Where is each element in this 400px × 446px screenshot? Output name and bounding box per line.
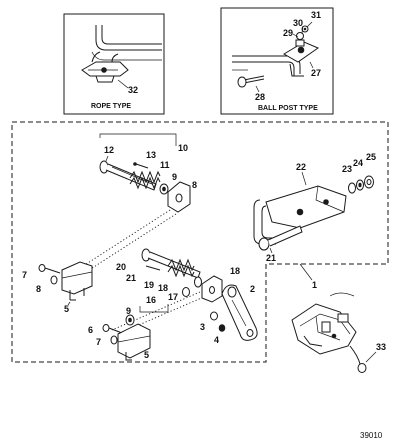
cable-line-upper <box>79 209 171 269</box>
part-label-18-lower: 18 <box>158 283 168 293</box>
group-bracket-10 <box>99 133 177 146</box>
part-label-28: 28 <box>255 92 265 102</box>
ball-post-assembly <box>283 25 320 77</box>
part-label-1: 1 <box>312 280 317 290</box>
bracket-22 <box>265 185 347 229</box>
part-label-13: 11 <box>160 160 170 170</box>
ball-post-type-caption: BALL POST TYPE <box>258 105 318 112</box>
part-label-2: 2 <box>250 284 255 294</box>
part-label-4: 4 <box>214 335 219 345</box>
part-label-32: 32 <box>128 85 138 95</box>
part-label-20: 20 <box>116 262 126 272</box>
part-label-6: 5 <box>144 350 149 360</box>
ball-post-type-inset: 31 30 29 27 28 BALL POST TYPE <box>220 7 334 115</box>
cable-end-5 <box>61 261 93 301</box>
part-label-27: 27 <box>311 68 321 78</box>
bolt-23 <box>258 225 303 251</box>
part-label-15: 13 <box>146 150 156 160</box>
part-label-7-lower: 6 <box>88 325 93 335</box>
pin-15 <box>133 162 149 169</box>
detail-assembly-33 <box>291 292 367 373</box>
part-label-26: 25 <box>366 152 376 162</box>
part-label-25: 24 <box>353 158 363 168</box>
part-label-12: 9 <box>172 172 177 182</box>
pin-21 <box>145 265 161 271</box>
part-label-8-lower: 7 <box>96 337 101 347</box>
screw-7-upper <box>38 264 61 274</box>
part-label-23: 21 <box>266 253 276 263</box>
part-label-14: 12 <box>104 145 114 155</box>
part-label-16: 16 <box>146 295 156 305</box>
part-label-10: 10 <box>178 143 188 153</box>
part-label-11: 8 <box>192 180 197 190</box>
part-label-8-upper: 8 <box>36 284 41 294</box>
screw-7-lower <box>102 324 123 334</box>
part-label-21: 21 <box>126 273 136 283</box>
part-label-17: 17 <box>168 292 178 302</box>
clamp-11 <box>167 181 191 213</box>
ball-post-inset-frame <box>220 7 334 115</box>
washer-8-lower <box>110 335 118 345</box>
part-label-29: 29 <box>283 28 293 38</box>
rope-inset-frame <box>63 13 165 115</box>
washer-4 <box>218 324 226 332</box>
part-label-19: 19 <box>144 280 154 290</box>
screw-28 <box>237 75 265 88</box>
washer-8-upper <box>50 275 58 285</box>
washer-25 <box>356 179 364 191</box>
washer-12 <box>159 183 169 195</box>
clamp-18-upper <box>201 275 223 303</box>
nut-9 <box>125 314 135 326</box>
nut-26 <box>364 175 374 189</box>
washer-18-lower <box>194 276 202 288</box>
part-label-5: 5 <box>64 304 69 314</box>
part-label-22: 22 <box>296 162 306 172</box>
cable-line-lower <box>111 291 201 331</box>
assembly-boundary <box>11 121 389 363</box>
arm-2 <box>221 284 258 341</box>
part-label-7-upper: 7 <box>22 270 27 280</box>
rope-type-inset: 32 ROPE TYPE <box>63 13 165 115</box>
part-label-31: 31 <box>311 10 321 20</box>
part-label-3: 3 <box>200 322 205 332</box>
screw-3 <box>210 311 218 321</box>
part-label-9: 9 <box>126 306 131 316</box>
part-label-33: 33 <box>376 342 386 352</box>
figure-reference: 39010 <box>360 431 383 440</box>
spring-13 <box>129 170 161 190</box>
washer-17 <box>182 287 190 297</box>
spring-19 <box>167 258 195 278</box>
washer-24 <box>348 182 356 194</box>
bolt-14 <box>99 160 157 191</box>
part-label-30: 30 <box>293 18 303 28</box>
rope-type-caption: ROPE TYPE <box>91 103 131 110</box>
cable-end-6 <box>117 323 151 361</box>
part-label-24: 23 <box>342 164 352 174</box>
rope-clip-32 <box>81 51 129 83</box>
part-label-18-upper: 18 <box>230 266 240 276</box>
